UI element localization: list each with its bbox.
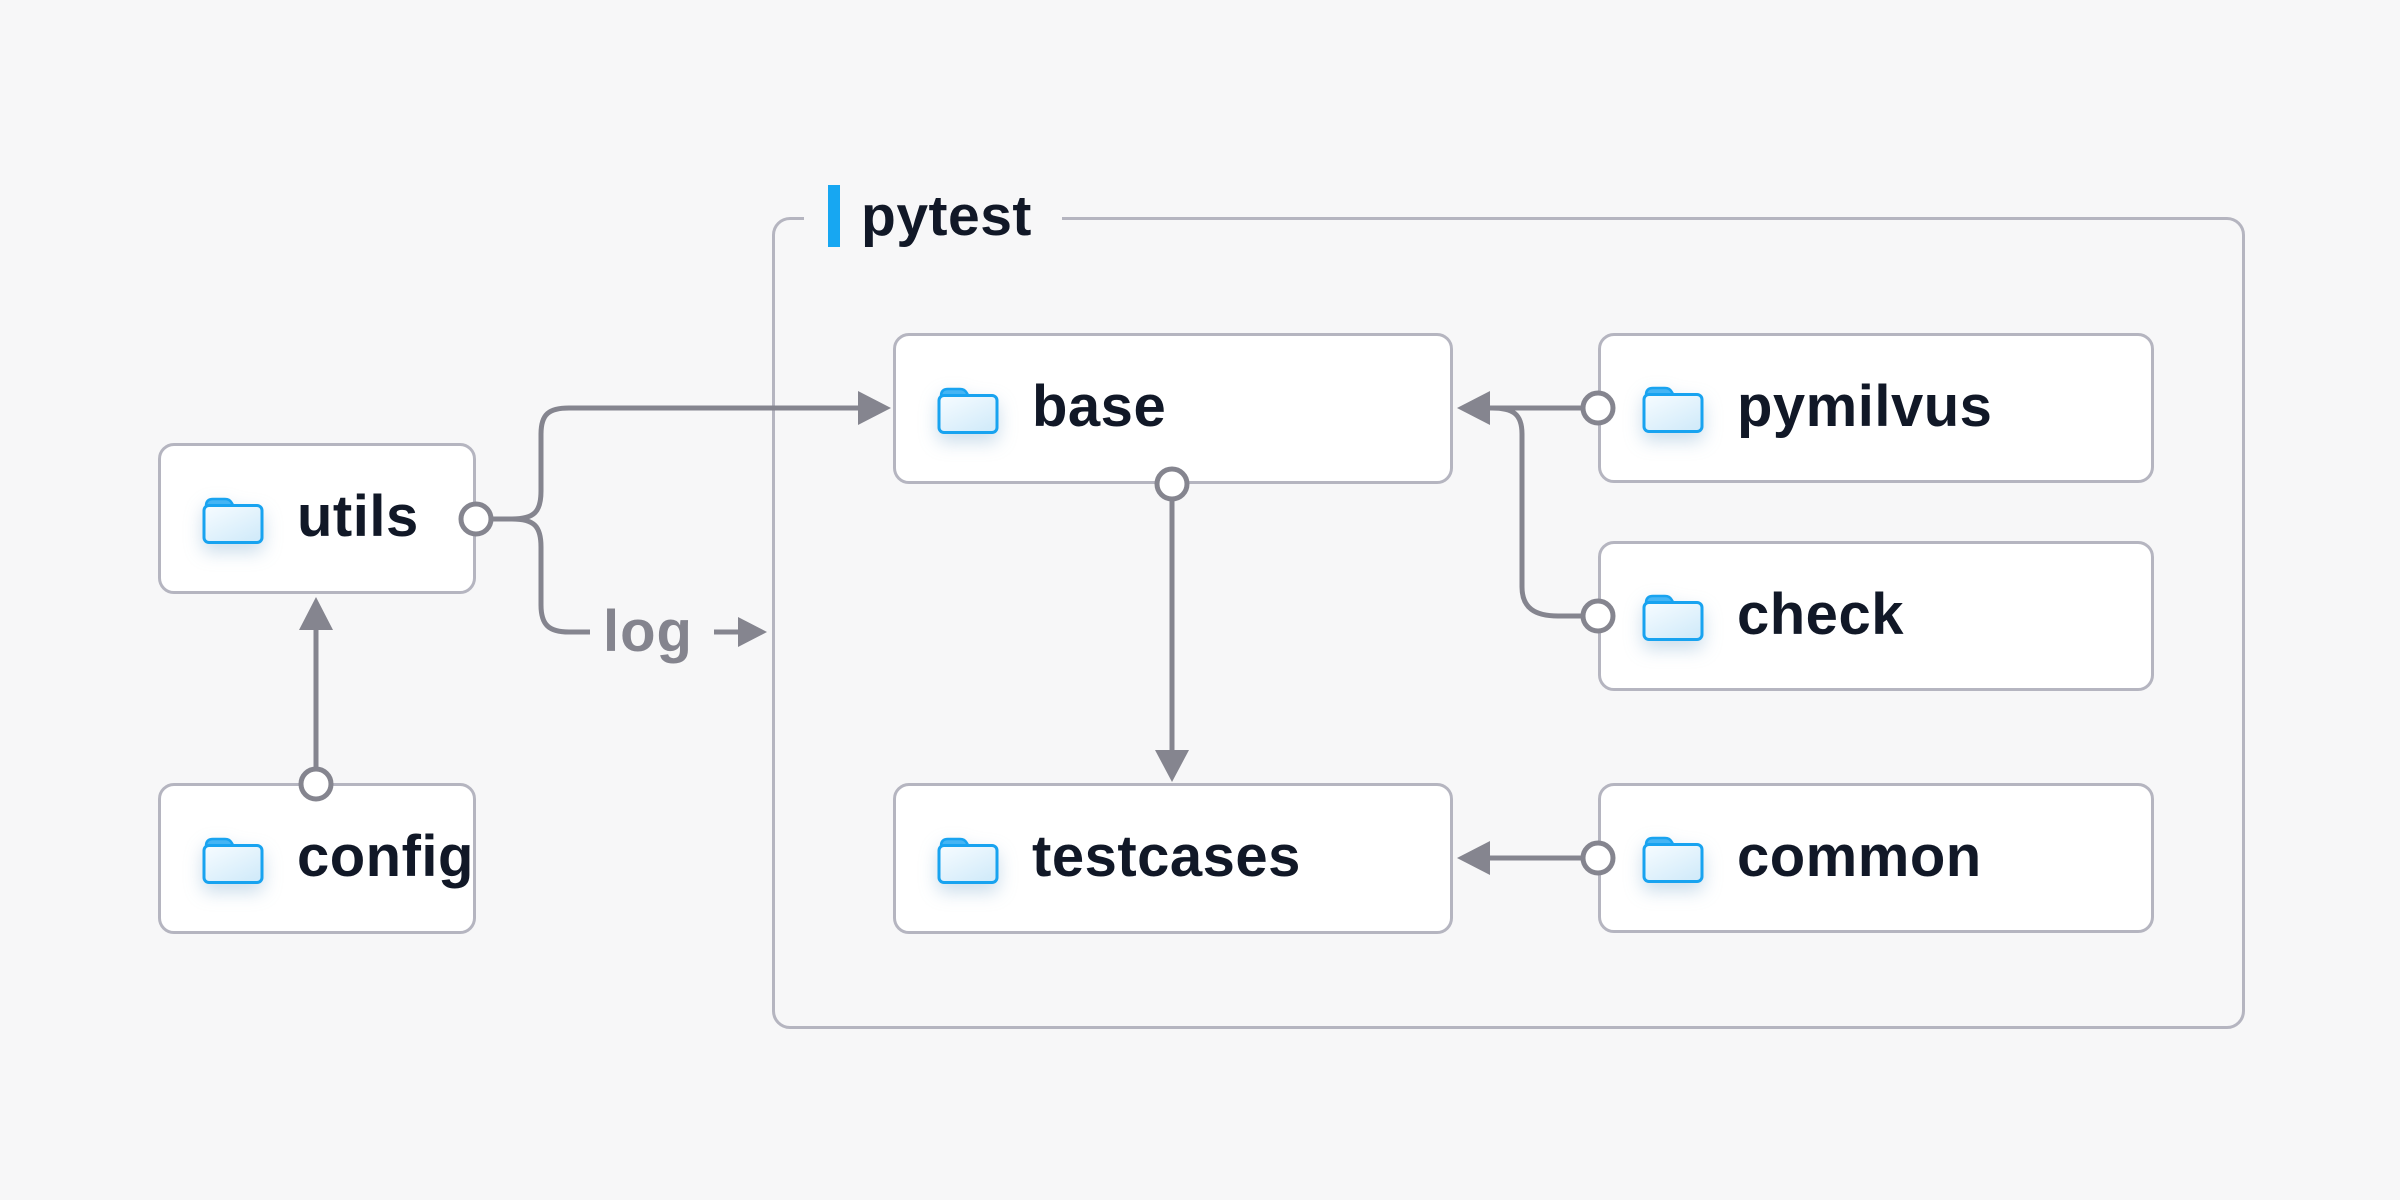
pytest-group-outline — [772, 217, 2245, 1029]
node-label: pymilvus — [1737, 373, 1993, 439]
accent-bar — [828, 185, 840, 247]
node-label: common — [1737, 823, 1982, 889]
arrowhead-into-utils — [299, 597, 333, 630]
folder-icon — [1641, 382, 1705, 434]
pytest-group-label: pytest — [804, 183, 1062, 249]
node-check: check — [1598, 541, 2154, 691]
node-label: utils — [297, 484, 419, 549]
node-base: base — [893, 333, 1453, 484]
node-config: config — [158, 783, 476, 934]
folder-icon — [1641, 590, 1705, 642]
log-arrowhead — [738, 617, 767, 647]
node-label: testcases — [1032, 824, 1301, 889]
edge-utils-to-log — [491, 516, 590, 635]
pytest-group-title: pytest — [861, 184, 1032, 248]
folder-icon — [201, 493, 265, 545]
node-testcases: testcases — [893, 783, 1453, 934]
node-common: common — [1598, 783, 2154, 933]
folder-icon — [201, 833, 265, 885]
node-label: base — [1032, 374, 1167, 439]
folder-icon — [936, 833, 1000, 885]
node-label: check — [1737, 581, 1904, 647]
folder-icon — [936, 383, 1000, 435]
node-pymilvus: pymilvus — [1598, 333, 2154, 483]
log-edge-label: log — [603, 599, 693, 664]
folder-icon — [1641, 832, 1705, 884]
node-utils: utils — [158, 443, 476, 594]
node-label: config — [297, 824, 474, 889]
